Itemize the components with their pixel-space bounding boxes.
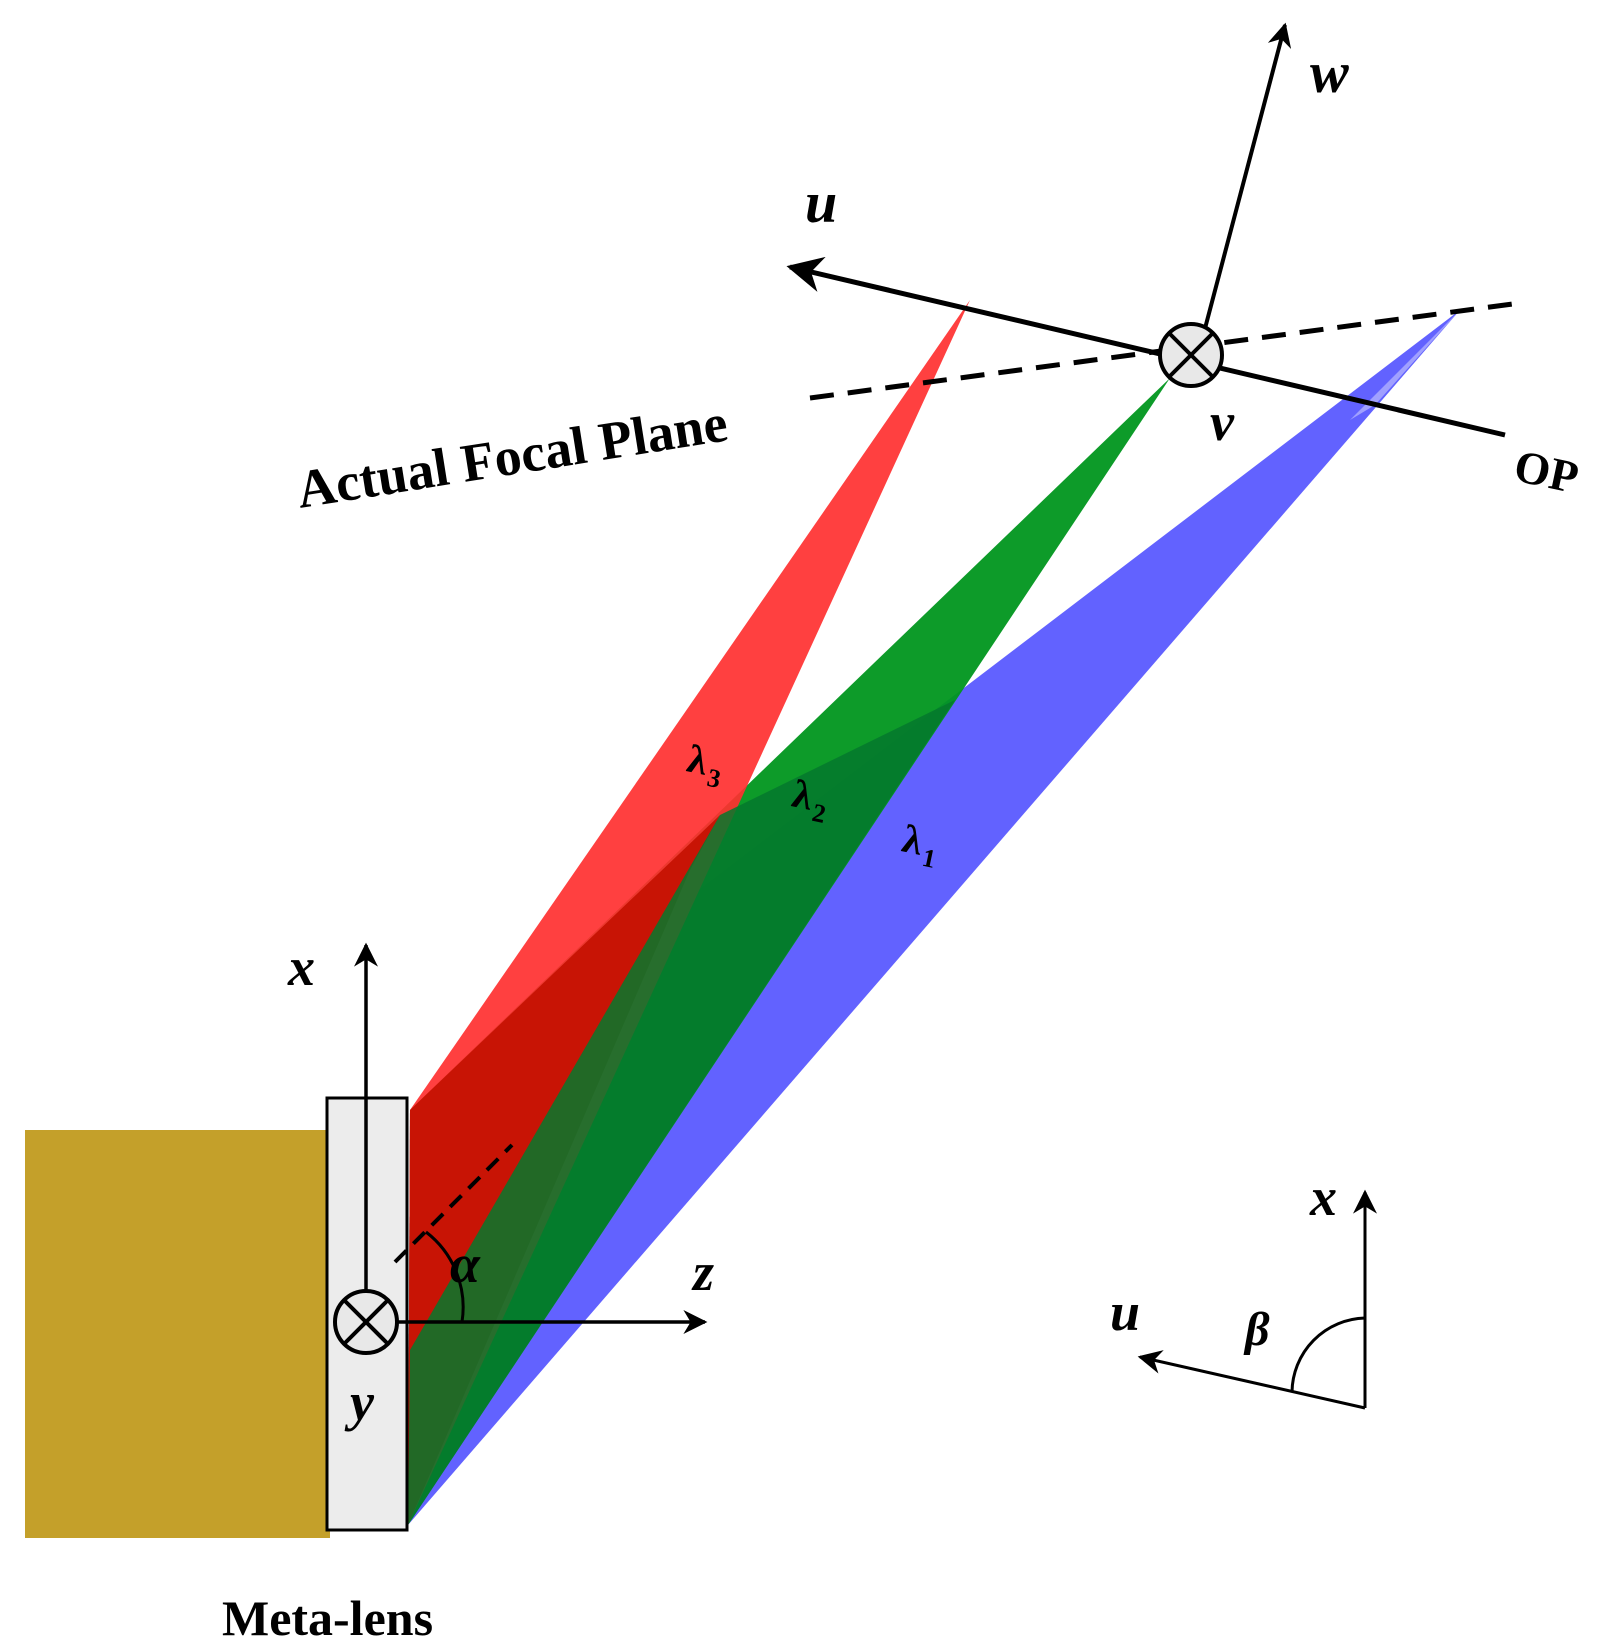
actual-focal-plane-label: Actual Focal Plane	[292, 393, 731, 520]
red-green-overlap	[408, 815, 720, 1525]
alpha-label: α	[450, 1234, 481, 1294]
x-axis-label: x	[287, 937, 315, 997]
meta-lens-label: Meta-lens	[222, 1590, 433, 1644]
inset-x-label: x	[1309, 1167, 1337, 1227]
v-axis-label: v	[1210, 392, 1235, 452]
svg-text:3: 3	[705, 763, 724, 794]
substrate-block	[25, 1130, 330, 1538]
blue-beam-lambda1	[408, 310, 1460, 1525]
svg-text:2: 2	[810, 798, 829, 829]
w-axis-label: w	[1310, 40, 1349, 105]
beta-label: β	[1243, 1303, 1270, 1356]
v-axis-into-page-icon	[1158, 322, 1224, 388]
blue-beam-tip	[1350, 310, 1460, 420]
alpha-reference-dashed-line	[393, 1143, 514, 1264]
w-axis-arrow	[1196, 22, 1292, 356]
light-beams	[408, 300, 1460, 1525]
green-beam-lambda2	[408, 378, 1170, 1525]
beta-angle-inset	[1137, 1189, 1377, 1410]
u-axis-arrow	[786, 256, 1506, 438]
y-axis-into-page-icon	[333, 1289, 399, 1355]
y-axis-label: y	[344, 1372, 375, 1432]
green-blue-overlap	[408, 700, 955, 1525]
lambda2-label: λ 2	[789, 771, 829, 829]
z-axis-label: z	[691, 1242, 714, 1302]
op-label: OP	[1510, 440, 1583, 503]
inset-u-axis-arrow	[1137, 1350, 1366, 1410]
beta-angle-arc	[1290, 1316, 1366, 1393]
inset-u-label: u	[1110, 1282, 1140, 1342]
alpha-angle-arc	[425, 1230, 465, 1323]
svg-text:1: 1	[920, 843, 939, 874]
u-axis-label: u	[805, 170, 837, 235]
